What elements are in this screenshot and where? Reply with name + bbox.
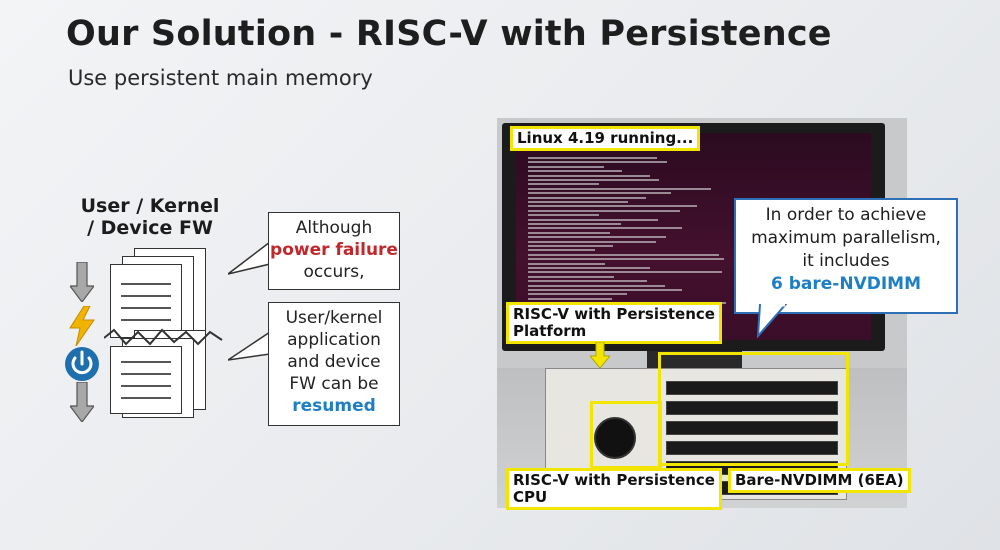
terminal-line (528, 249, 595, 252)
resume-callout: User/kernel application and device FW ca… (268, 302, 400, 426)
power-failure-callout: Although power failure occurs, (268, 212, 400, 290)
terminal-line (528, 170, 623, 173)
terminal-line (528, 196, 646, 199)
terminal-line (528, 245, 613, 247)
terminal-line (528, 209, 681, 212)
linux-running-label: Linux 4.19 running... (510, 126, 701, 151)
terminal-line (528, 289, 683, 291)
terminal-line (528, 187, 712, 190)
cpu-fan (594, 417, 636, 459)
resumed-text: resumed (292, 396, 376, 416)
slide-title: Our Solution - RISC-V with Persistence (66, 14, 832, 54)
cpu-highlight (590, 401, 662, 469)
terminal-line (528, 258, 724, 261)
terminal-line (528, 275, 615, 278)
platform-label: RISC-V with Persistence Platform (506, 302, 722, 344)
terminal-line (528, 183, 599, 186)
arrow-down-icon (70, 382, 94, 422)
terminal-line (528, 214, 599, 217)
terminal-line (528, 165, 605, 168)
nvdimm-count-text: 6 bare-NVDIMM (770, 274, 921, 294)
terminal-line (528, 271, 722, 274)
terminal-line (528, 201, 628, 203)
slide-subtitle: Use persistent main memory (68, 66, 373, 90)
parallelism-callout: In order to achieve maximum parallelism,… (734, 198, 958, 314)
terminal-line (528, 267, 651, 269)
terminal-line (528, 161, 667, 164)
stack-label-line1: User / Kernel (80, 195, 220, 217)
terminal-line (528, 280, 647, 283)
terminal-line (528, 236, 667, 239)
arrow-down-icon (590, 342, 610, 368)
terminal-line (528, 240, 657, 243)
terminal-line (528, 157, 657, 159)
terminal-line (528, 179, 659, 181)
arrow-down-icon (70, 262, 94, 302)
power-icon (65, 347, 99, 381)
callout-pointer (756, 304, 788, 338)
nvdimm-label: Bare-NVDIMM (6EA) (728, 468, 911, 493)
stack-label: User / Kernel / Device FW (60, 195, 240, 239)
nvdimm-highlight (658, 352, 849, 466)
terminal-line (528, 262, 605, 265)
terminal-line (528, 227, 683, 230)
terminal-line (528, 293, 628, 296)
terminal-line (528, 284, 666, 287)
power-failure-text: power failure (270, 240, 398, 260)
terminal-line (528, 231, 611, 234)
terminal-line (528, 205, 698, 208)
tear-line (104, 328, 223, 346)
terminal-line (528, 253, 720, 256)
stack-label-line2: / Device FW (87, 217, 213, 239)
cpu-label: RISC-V with Persistence CPU (506, 468, 722, 510)
monitor-stand (647, 351, 742, 371)
terminal-line (528, 218, 658, 221)
terminal-line (528, 223, 621, 225)
terminal-line (528, 297, 612, 300)
lightning-icon (69, 306, 95, 346)
terminal-line (528, 174, 651, 177)
terminal-line (528, 192, 671, 195)
